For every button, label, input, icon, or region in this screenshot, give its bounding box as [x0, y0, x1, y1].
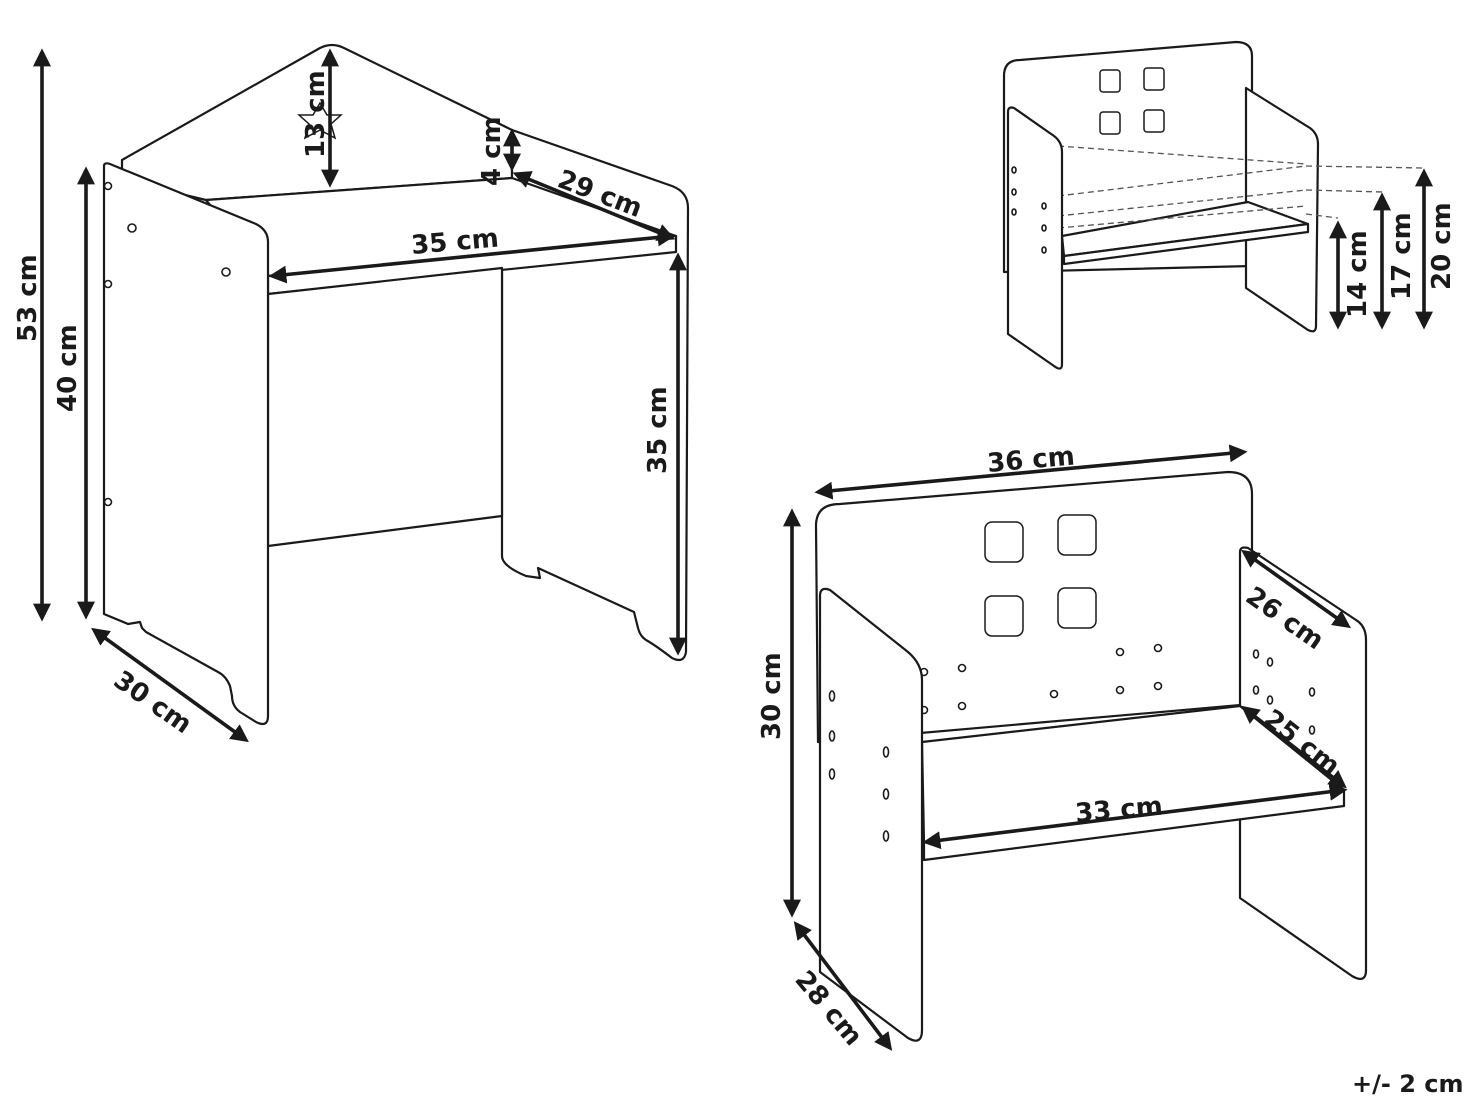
- stool-star-height-label: 13 cm: [301, 70, 331, 158]
- stool-height-total-label: 53 cm: [13, 254, 43, 342]
- chair-seat-positions-drawing: 14 cm 17 cm 20 cm: [1002, 40, 1457, 370]
- chair-width-total-label: 36 cm: [986, 441, 1076, 479]
- chair-drawing: 36 cm 30 cm 26 cm 25 cm 33 cm 28 cm: [757, 441, 1368, 1052]
- chair-height-label: 30 cm: [757, 652, 787, 740]
- stool-height-front-label: 35 cm: [643, 386, 673, 474]
- small-chair-right-side: [1244, 86, 1320, 333]
- tolerance-note: +/- 2 cm: [1352, 1070, 1463, 1098]
- seat-position-3-label: 20 cm: [1427, 202, 1457, 290]
- seat-position-2-label: 17 cm: [1387, 212, 1417, 300]
- stool-left-side-panel: [102, 162, 270, 726]
- stool-depth-base-label: 30 cm: [108, 665, 197, 740]
- small-chair-left-side: [1006, 106, 1064, 370]
- stool-drawing: 53 cm 40 cm 13 cm 4 cm 29 cm 35 cm 35 cm…: [13, 43, 690, 743]
- stool-back-height-label: 4 cm: [477, 116, 507, 186]
- stool-height-side-label: 40 cm: [53, 324, 83, 412]
- seat-position-1-label: 14 cm: [1343, 230, 1373, 318]
- stool-back-rail: [266, 266, 504, 548]
